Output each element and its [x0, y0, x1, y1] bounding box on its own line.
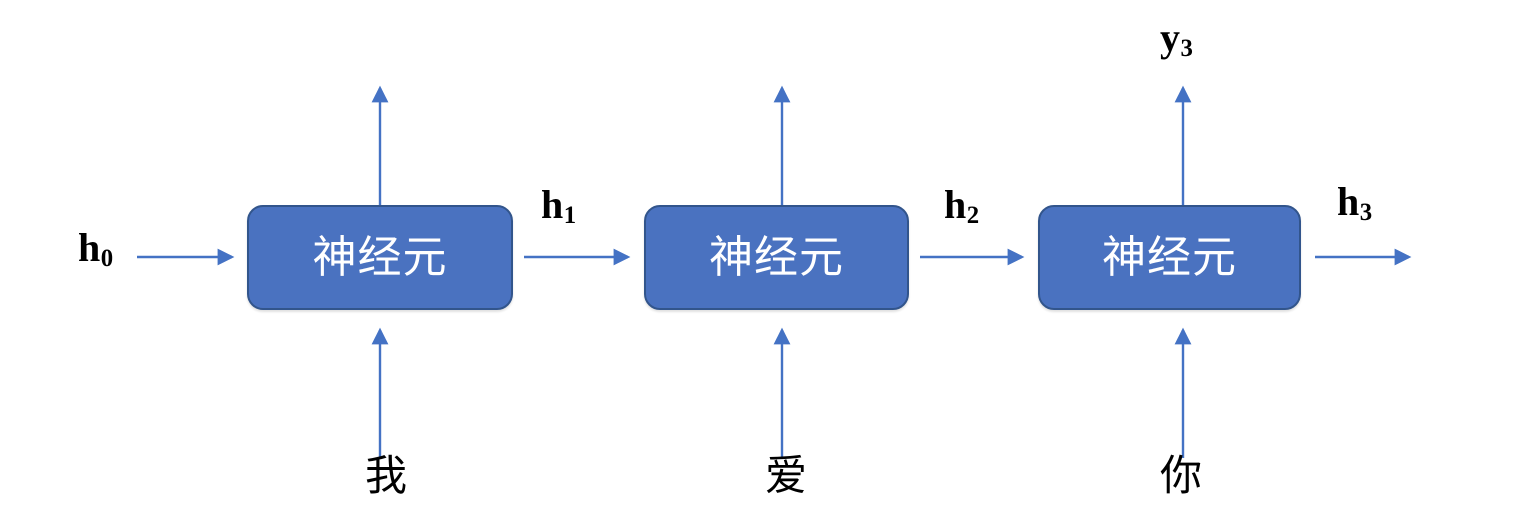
neuron-cell-label: 神经元	[709, 232, 844, 282]
hidden-state-label-subscript: 3	[1359, 199, 1373, 227]
hidden-state-label-subscript: 0	[100, 245, 114, 273]
hidden-state-label-h2: h2	[944, 182, 979, 229]
input-token-2: 爱	[765, 452, 808, 499]
output-label-base: y	[1160, 15, 1180, 60]
neuron-cell-2[interactable]: 神经元	[644, 205, 909, 310]
output-label-y3: y3	[1160, 15, 1193, 62]
hidden-state-label-subscript: 2	[966, 202, 980, 230]
hidden-state-label-subscript: 1	[563, 202, 577, 230]
hidden-state-label-h0: h0	[78, 225, 113, 272]
hidden-state-label-base: h	[944, 182, 967, 227]
hidden-state-label-base: h	[78, 225, 101, 270]
input-token-3: 你	[1160, 452, 1203, 499]
neuron-cell-label: 神经元	[1102, 232, 1237, 282]
input-arrow-group	[371, 327, 1192, 458]
output-arrow-group	[371, 85, 1192, 205]
hidden-state-label-base: h	[541, 182, 564, 227]
neuron-cell-1[interactable]: 神经元	[247, 205, 513, 310]
output-label-subscript: 3	[1180, 35, 1193, 63]
hidden-state-label-base: h	[1337, 179, 1360, 224]
hidden-state-label-h1: h1	[541, 182, 576, 229]
input-token-1: 我	[365, 452, 408, 499]
neuron-cell-3[interactable]: 神经元	[1038, 205, 1301, 310]
hidden-state-label-h3: h3	[1337, 179, 1372, 226]
neuron-cell-label: 神经元	[312, 232, 448, 282]
